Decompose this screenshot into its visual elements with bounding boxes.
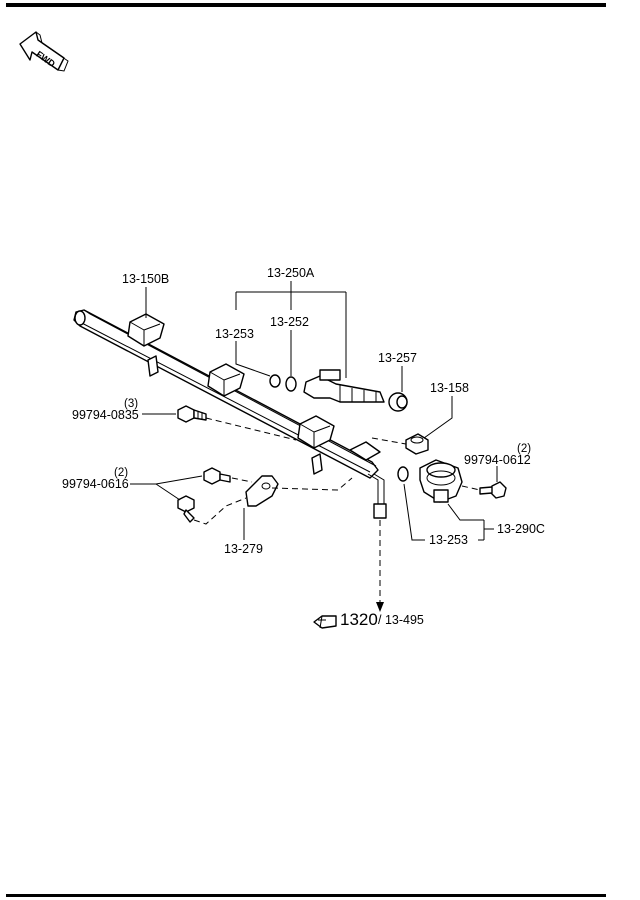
bolt-99794-0835: [177, 405, 207, 423]
leader-13-158: [423, 396, 453, 439]
bolt-99794-0616-upper: [203, 467, 231, 485]
down-arrow-icon: [376, 602, 384, 612]
cap-13-158: [405, 433, 429, 455]
assembly-line-0612: [461, 485, 481, 491]
leader-13-253-top: [235, 341, 271, 377]
leader-13-250a: [235, 281, 347, 378]
leader-13-253-bottom: [403, 483, 425, 541]
bolt-99794-0616-lower: [177, 495, 195, 523]
label-99794-0612: 99794-0612: [464, 453, 531, 467]
pointing-hand-icon: [313, 615, 337, 629]
reference-part-number: / 13-495: [378, 613, 424, 627]
leader-0616: [130, 475, 203, 501]
leader-13-290c: [447, 503, 494, 541]
fwd-arrow-icon: FWD: [19, 31, 69, 72]
pressure-regulator-13-290c: [419, 459, 463, 503]
label-13-250a: 13-250A: [267, 266, 315, 280]
fuel-injector: [303, 369, 385, 403]
label-13-253-bottom: 13-253: [429, 533, 468, 547]
assembly-line-0616-lower: [193, 497, 247, 525]
bracket-13-279: [245, 475, 279, 507]
label-99794-0835: 99794-0835: [72, 408, 139, 422]
label-13-257: 13-257: [378, 351, 417, 365]
qty-99794-0612: (2): [517, 443, 531, 455]
o-ring-13-252: [285, 376, 297, 392]
grommet-13-257: [388, 392, 408, 412]
assembly-line-cap: [371, 437, 407, 445]
o-ring-13-253-lower: [397, 466, 409, 482]
o-ring-13-253-upper: [269, 374, 281, 388]
assembly-line-0835: [205, 417, 297, 441]
reference-section-number: 1320: [340, 610, 378, 629]
label-13-252: 13-252: [270, 315, 309, 329]
label-13-253-top: 13-253: [215, 327, 254, 341]
label-13-150b: 13-150B: [122, 272, 169, 286]
assembly-line-0616-upper: [231, 477, 353, 491]
bottom-border-rule: [6, 894, 606, 897]
qty-99794-0616: (2): [114, 467, 128, 479]
label-13-290c: 13-290C: [497, 522, 545, 536]
qty-99794-0835: (3): [124, 398, 138, 410]
label-13-279: 13-279: [224, 542, 263, 556]
bolt-99794-0612: [479, 481, 507, 499]
label-13-158: 13-158: [430, 381, 469, 395]
top-border-rule: [6, 3, 606, 7]
label-99794-0616: 99794-0616: [62, 477, 129, 491]
